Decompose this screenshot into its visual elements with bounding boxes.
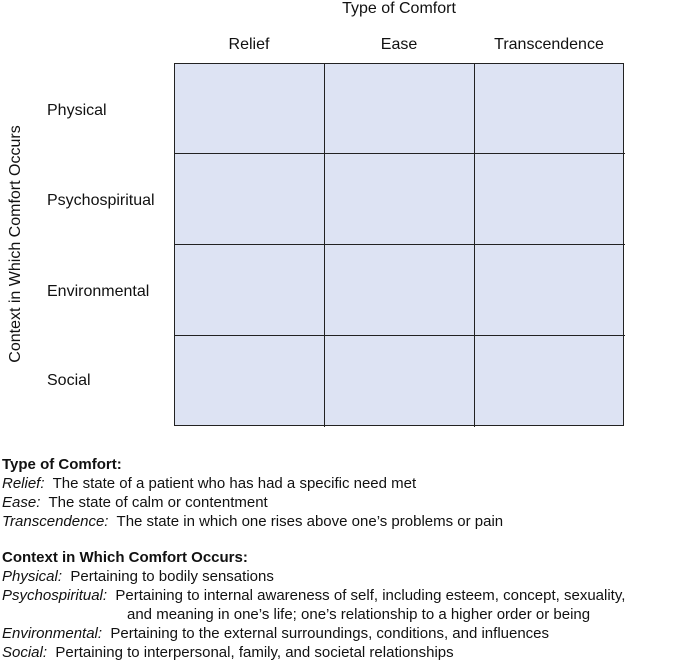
row-header-physical: Physical — [47, 102, 107, 119]
comfort-taxonomy-grid — [174, 63, 625, 427]
grid-cell-physical-transcendence — [475, 64, 625, 154]
grid-cell-social-ease — [325, 336, 475, 427]
legend-definition: Pertaining to bodily sensations — [70, 568, 274, 585]
legend-term: Psychospiritual: — [2, 587, 108, 604]
legend-definition: Pertaining to the external surroundings,… — [110, 625, 550, 642]
grid-cell-physical-relief — [175, 64, 325, 154]
legend-context-heading: Context in Which Comfort Occurs: — [2, 549, 248, 566]
legend-context-item-environmental: Environmental: Pertaining to the externa… — [2, 624, 625, 643]
column-header-transcendence: Transcendence — [494, 36, 604, 53]
grid-cell-environmental-transcendence — [475, 245, 625, 336]
legend-context-item-psychospiritual: Psychospiritual: Pertaining to internal … — [2, 586, 625, 605]
legend-term: Transcendence: — [2, 513, 109, 530]
legend-definition: The state of a patient who has had a spe… — [52, 475, 417, 492]
grid-cell-psychospiritual-transcendence — [475, 154, 625, 245]
column-header-ease: Ease — [380, 36, 418, 53]
legend-type-item-relief: Relief: The state of a patient who has h… — [2, 474, 503, 493]
legend-type-item-ease: Ease: The state of calm or contentment — [2, 493, 503, 512]
legend-term: Relief: — [2, 475, 45, 492]
legend-context-item-physical: Physical: Pertaining to bodily sensation… — [2, 567, 625, 586]
grid-cell-environmental-ease — [325, 245, 475, 336]
row-header-social: Social — [47, 372, 91, 389]
grid-cell-social-relief — [175, 336, 325, 427]
grid-cell-psychospiritual-relief — [175, 154, 325, 245]
grid-cell-social-transcendence — [475, 336, 625, 427]
legend-type-item-transcendence: Transcendence: The state in which one ri… — [2, 512, 503, 531]
column-axis-title: Type of Comfort — [342, 0, 456, 17]
legend-type-heading: Type of Comfort: — [2, 456, 122, 473]
grid-cell-psychospiritual-ease — [325, 154, 475, 245]
row-axis-title: Context in Which Comfort Occurs — [7, 125, 24, 363]
legend-definition: The state of calm or contentment — [48, 494, 268, 511]
legend-type-of-comfort: Type of Comfort: Relief: The state of a … — [2, 455, 503, 531]
row-header-environmental: Environmental — [47, 283, 150, 300]
grid-cell-physical-ease — [325, 64, 475, 154]
legend-context: Context in Which Comfort Occurs: Physica… — [2, 548, 625, 662]
legend-definition: Pertaining to interpersonal, family, and… — [55, 644, 454, 661]
grid-cell-environmental-relief — [175, 245, 325, 336]
legend-context-item-psychospiritual-continued: and meaning in one’s life; one’s relatio… — [127, 606, 591, 623]
column-header-relief: Relief — [228, 36, 270, 53]
legend-definition: Pertaining to internal awareness of self… — [115, 587, 626, 604]
row-header-psychospiritual: Psychospiritual — [47, 192, 155, 209]
legend-term: Social: — [2, 644, 48, 661]
legend-term: Environmental: — [2, 625, 103, 642]
legend-context-item-social: Social: Pertaining to interpersonal, fam… — [2, 643, 625, 662]
legend-definition: The state in which one rises above one’s… — [116, 513, 504, 530]
legend-term: Ease: — [2, 494, 41, 511]
legend-term: Physical: — [2, 568, 63, 585]
